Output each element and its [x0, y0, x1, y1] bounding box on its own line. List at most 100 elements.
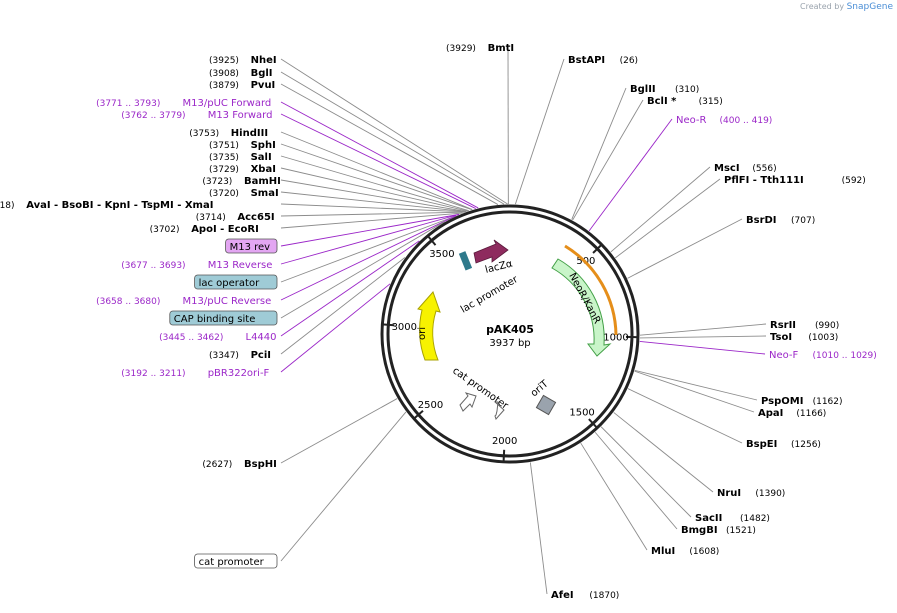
map-label[interactable]: (1003)TsoI [770, 332, 838, 343]
map-label[interactable]: (26)BstAPI [568, 55, 638, 66]
label-name: XbaI [251, 164, 276, 175]
leader-line [627, 218, 743, 279]
leader-line [280, 113, 476, 209]
label-position: (1010 .. 1029) [813, 351, 877, 361]
leader-line [280, 101, 479, 209]
map-label[interactable]: (3702)ApoI - EcoRI [150, 224, 259, 235]
label-position: (3925) [209, 56, 239, 66]
map-label[interactable]: lac operator [194, 274, 278, 290]
label-position: (592) [842, 176, 866, 186]
leader-line [280, 179, 467, 212]
map-label[interactable]: (1010 .. 1029)Neo-F [769, 350, 877, 361]
ori-arrow[interactable] [417, 291, 441, 361]
map-label[interactable]: (3908)BglI [209, 68, 273, 79]
map-label[interactable]: (2627)BspHI [202, 459, 276, 470]
map-label[interactable]: (3720) SmaI [209, 188, 279, 199]
map-label[interactable]: (1390)NruI [717, 488, 785, 499]
map-label[interactable]: (3677 .. 3693) M13 Reverse [121, 260, 272, 271]
label-name: RsrII [770, 320, 796, 331]
map-label[interactable]: CAP binding site [169, 310, 278, 326]
map-label[interactable]: (310)BglII [630, 84, 699, 95]
label-name: MscI [714, 163, 740, 174]
label-position: (3192 .. 3211) [121, 369, 185, 379]
map-label[interactable]: (1608)MluI [651, 546, 719, 557]
orit-box[interactable] [535, 394, 557, 416]
ruler-tick [592, 243, 603, 254]
map-label[interactable]: (1870)AfeI [551, 590, 619, 601]
map-label[interactable]: (1162)PspOMI [761, 396, 843, 407]
label-position: (3445 .. 3462) [159, 333, 223, 343]
neokanr-outer-arc [564, 244, 618, 336]
feature-label-text: M13 rev [230, 242, 271, 253]
label-position: (556) [752, 164, 776, 174]
map-label[interactable]: (1166)ApaI [758, 408, 826, 419]
label-position: (3729) [209, 165, 239, 175]
leader-line [572, 99, 644, 221]
label-name: M13 Reverse [208, 260, 273, 271]
label-name: Neo-R [676, 115, 707, 126]
neokanr-arrow[interactable] [551, 258, 612, 357]
label-name: M13/pUC Forward [183, 98, 272, 109]
label-position: (3677 .. 3693) [121, 261, 185, 271]
leader-line [514, 58, 565, 205]
map-label[interactable]: cat promoter [194, 553, 278, 569]
label-position: (315) [699, 97, 723, 107]
map-label[interactable]: (3771 .. 3793)M13/pUC Forward [96, 98, 271, 109]
label-name: PciI [251, 350, 271, 361]
map-label[interactable]: (1256)BspEI [746, 439, 821, 450]
feature-label-box [194, 553, 278, 569]
label-name: BsrDI [746, 215, 777, 226]
label-position: (707) [791, 216, 815, 226]
label-name: SmaI [251, 188, 279, 199]
label-position: (3720) [209, 189, 239, 199]
map-label[interactable]: (3723)BamHI [202, 176, 280, 187]
ruler-tick-label: 3500 [429, 249, 454, 260]
label-name: pBR322ori-F [208, 368, 270, 379]
label-position: (3723) [202, 177, 232, 187]
label-position: (3658 .. 3680) [96, 297, 160, 307]
map-label[interactable]: (990)RsrII [770, 320, 839, 331]
map-label[interactable]: (3729) XbaI [209, 164, 276, 175]
map-label[interactable]: (3751)SphI [209, 140, 276, 151]
map-label[interactable]: (3192 .. 3211) pBR322ori-F [121, 368, 269, 379]
label-name: ApoI - EcoRI [191, 224, 259, 235]
label-position: (1166) [796, 409, 826, 419]
leader-line [639, 323, 767, 336]
map-label[interactable]: (400 .. 419)Neo-R [676, 115, 772, 126]
map-label[interactable]: (556) MscI [714, 163, 777, 174]
map-label[interactable]: (3735)SalI [209, 152, 272, 163]
map-label[interactable]: M13 rev [225, 238, 278, 254]
leader-line [615, 178, 721, 259]
label-name: BspHI [244, 459, 277, 470]
label-name: BspEI [746, 439, 777, 450]
map-label[interactable]: (3658 .. 3680)M13/pUC Reverse [96, 296, 271, 307]
feature-label-text: CAP binding site [174, 314, 256, 325]
label-name: BglI [251, 68, 273, 79]
leader-line [280, 83, 499, 205]
map-label[interactable]: (315)BclI * [647, 96, 723, 107]
label-name: SalI [251, 152, 272, 163]
map-label[interactable]: (3762 .. 3779)M13 Forward [121, 110, 272, 121]
leader-line [280, 71, 505, 205]
lacza-arrow[interactable] [473, 239, 509, 264]
map-label[interactable]: (1521)BmgBI [681, 525, 756, 536]
map-label[interactable]: (592)PflFI - Tth111I [724, 175, 866, 186]
ruler-tick-label: 1000 [603, 333, 628, 344]
label-name: AfeI [551, 590, 574, 601]
map-label[interactable]: (1482)SacII [695, 513, 770, 524]
map-label[interactable]: (3714)Acc65I [196, 212, 275, 223]
map-label[interactable]: (3879)PvuI [209, 80, 275, 91]
leader-line [280, 216, 455, 283]
map-label[interactable]: (3929)BmtI [446, 43, 514, 54]
ruler-tick-label: 3000 [392, 322, 417, 333]
map-label[interactable]: (3445 .. 3462)L4440 [159, 332, 276, 343]
map-label[interactable]: (3753)HindIII [189, 128, 268, 139]
map-label[interactable]: (3347)PciI [209, 350, 271, 361]
label-leader-lines [280, 46, 767, 595]
map-label[interactable]: (3718)AvaI - BsoBI - KpnI - TspMI - XmaI [0, 200, 213, 211]
orit-label: oriT [529, 378, 551, 399]
label-position: (1162) [813, 397, 843, 407]
map-label[interactable]: (707) BsrDI [746, 215, 815, 226]
label-name: SphI [251, 140, 276, 151]
map-label[interactable]: (3925)NheI [209, 55, 277, 66]
